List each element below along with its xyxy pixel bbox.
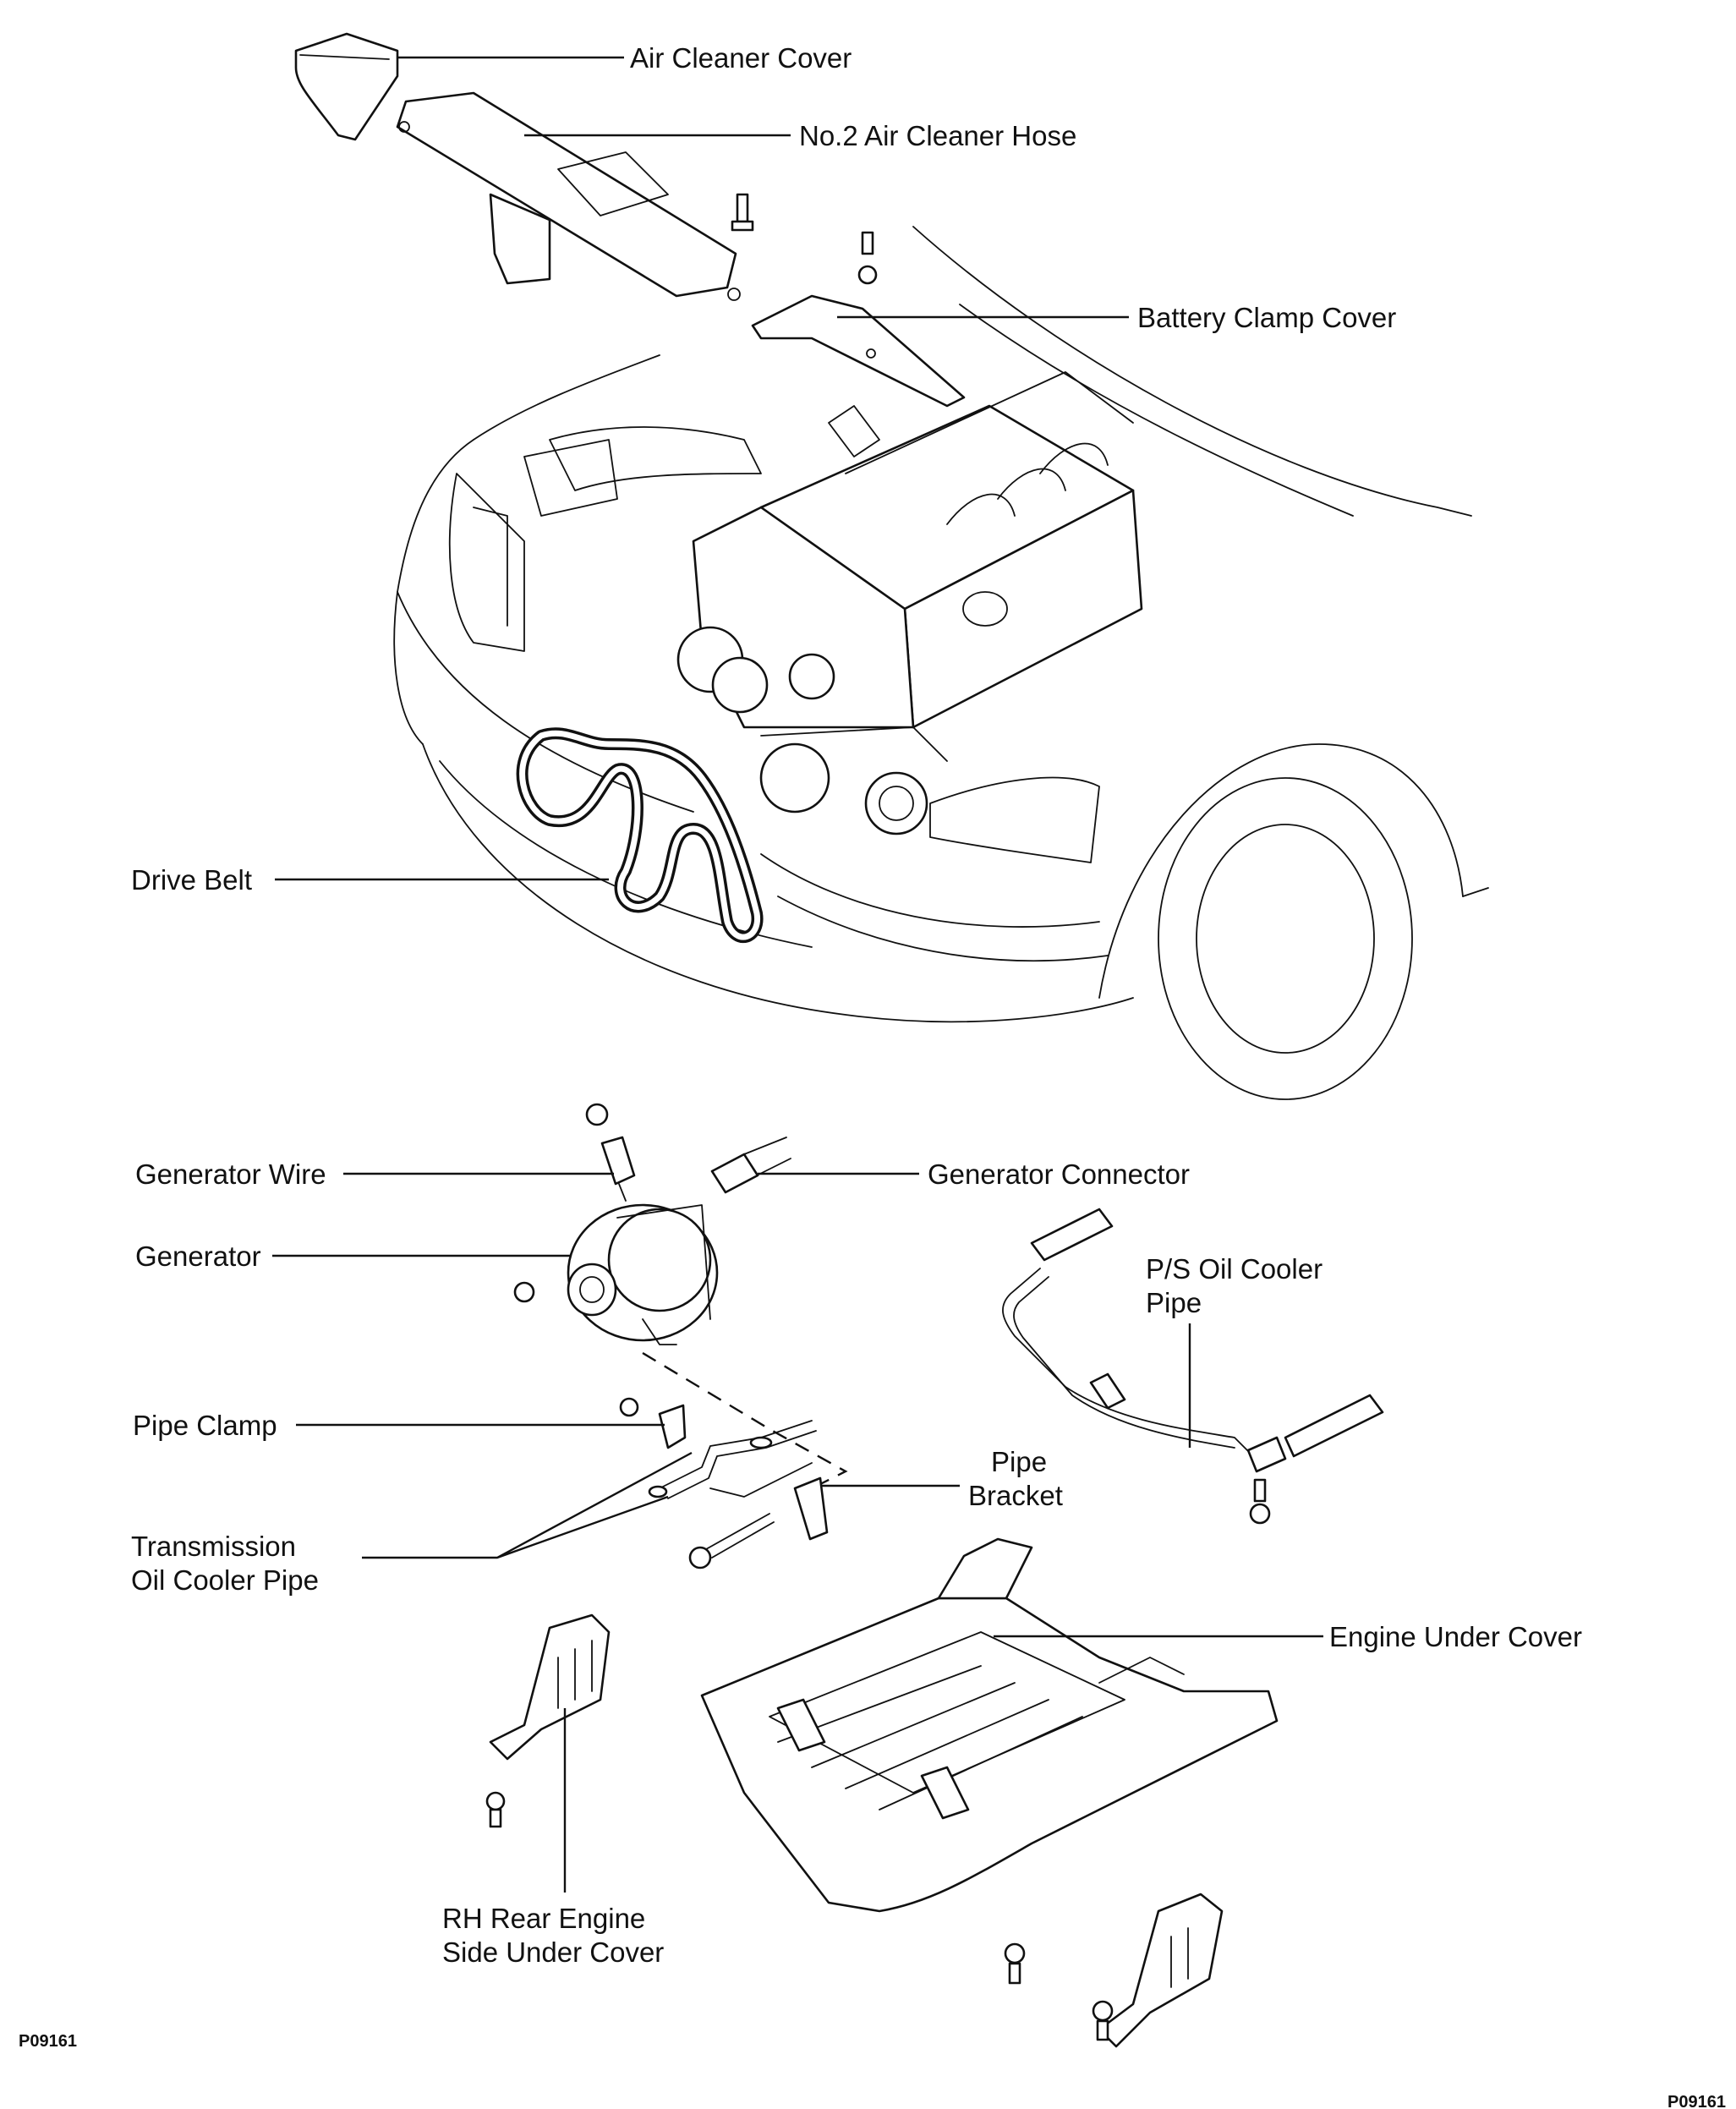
bolt-icon [857, 231, 878, 285]
generator-wire-drawing [600, 1136, 636, 1202]
figure-code-corner: P09161 [1668, 2093, 1726, 2109]
generator-drawing [567, 1203, 719, 1345]
bolt-icon [1249, 1478, 1271, 1525]
lh-engine-side-under-cover-drawing [1098, 1893, 1224, 2048]
label-pipe-bracket-line1: Pipe [991, 1446, 1047, 1477]
label-generator-wire: Generator Wire [135, 1159, 326, 1190]
label-engine-under-cover: Engine Under Cover [1329, 1621, 1582, 1652]
bolt-icon [1092, 2000, 1114, 2041]
rh-rear-engine-side-under-cover-drawing [489, 1613, 611, 1761]
pipe-bracket-drawing [793, 1476, 829, 1541]
bolt-icon [1004, 1942, 1026, 1985]
label-battery-clamp-cover: Battery Clamp Cover [1137, 302, 1396, 333]
label-air-cleaner-cover: Air Cleaner Cover [630, 42, 852, 74]
transmission-oil-cooler-pipe-drawing [648, 1420, 817, 1499]
battery-clamp-cover-drawing [751, 294, 966, 408]
label-rh-rear-engine-side-under-cover-line1: RH Rear Engine [442, 1903, 645, 1934]
label-pipe-bracket-line2: Bracket [968, 1480, 1063, 1511]
figure-code: P09161 [19, 2032, 77, 2051]
label-rh-rear-engine-side-under-cover-line2: Side Under Cover [442, 1936, 664, 1968]
bolt-icon [688, 1513, 775, 1569]
air-cleaner-cover-drawing [294, 32, 399, 141]
leader-lines [272, 56, 1323, 1893]
no2-air-cleaner-hose-drawing [396, 91, 741, 301]
label-ps-oil-cooler-pipe-line2: Pipe [1146, 1287, 1202, 1318]
label-generator: Generator [135, 1241, 261, 1272]
label-no2-air-cleaner-hose: No.2 Air Cleaner Hose [799, 120, 1076, 151]
label-pipe-clamp: Pipe Clamp [133, 1410, 277, 1441]
label-transmission-oil-cooler-pipe-line2: Oil Cooler Pipe [131, 1564, 319, 1596]
vehicle-front-drawing [393, 226, 1489, 1100]
generator-connector-drawing [710, 1137, 791, 1194]
nut-icon [585, 1103, 609, 1126]
bolt-icon [485, 1791, 506, 1828]
label-generator-connector: Generator Connector [928, 1159, 1190, 1190]
label-ps-oil-cooler-pipe-line1: P/S Oil Cooler [1146, 1253, 1323, 1285]
ps-oil-cooler-pipe-drawing [1002, 1208, 1384, 1473]
label-drive-belt: Drive Belt [131, 864, 252, 896]
nut-icon [513, 1281, 535, 1303]
nut-icon [619, 1397, 639, 1417]
pipe-clamp-drawing [658, 1404, 687, 1449]
engine-under-cover-drawing [700, 1537, 1279, 1913]
label-transmission-oil-cooler-pipe-line1: Transmission [131, 1531, 296, 1562]
bolt-icon [731, 193, 754, 232]
